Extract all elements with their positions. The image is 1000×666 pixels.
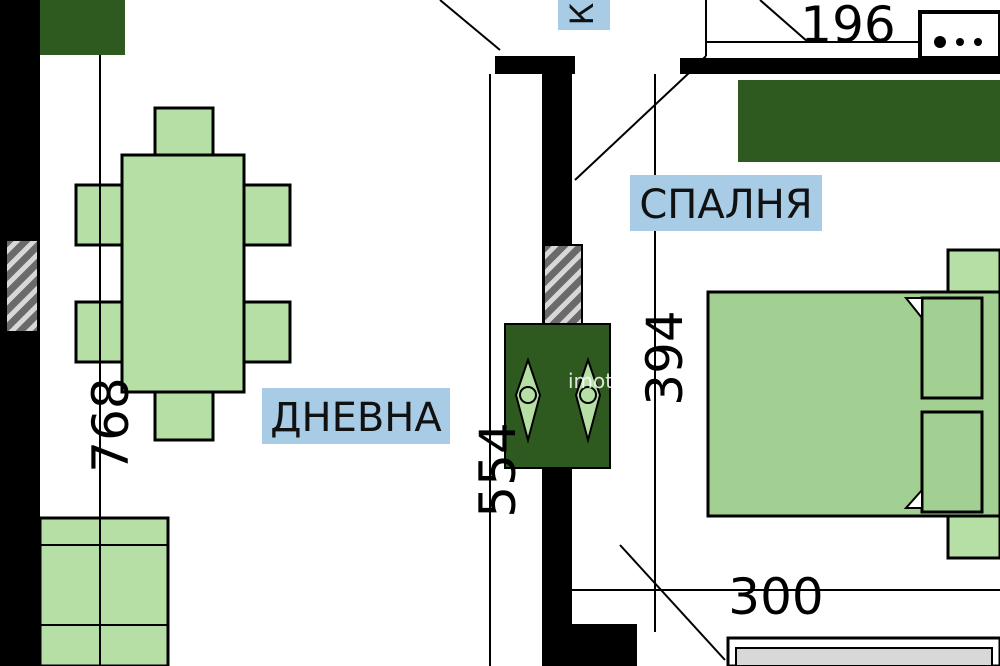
pillow-bottom bbox=[920, 410, 984, 514]
central-unit bbox=[504, 323, 611, 469]
double-bed bbox=[706, 248, 1000, 560]
dimension-lines bbox=[99, 41, 1000, 666]
room-label-bedroom: СПАЛНЯ bbox=[630, 175, 822, 231]
dim-bedroom-height: 394 bbox=[636, 310, 694, 405]
stair-line-3 bbox=[699, 55, 707, 63]
dimensions: 768 554 394 300 196 bbox=[82, 0, 896, 626]
bedroom-wardrobe bbox=[738, 80, 1000, 162]
room-label-corridor: К bbox=[558, 0, 610, 30]
door-swing-bedroom bbox=[574, 71, 691, 181]
room-label-corridor-text: К bbox=[563, 2, 601, 25]
dim-living-height: 768 bbox=[82, 377, 140, 472]
door-lines bbox=[439, 0, 809, 661]
room-label-bedroom-text: СПАЛНЯ bbox=[639, 182, 812, 228]
appliance-icon bbox=[918, 10, 1000, 60]
door-swing-top-left bbox=[439, 0, 501, 51]
top-wall-segment bbox=[495, 56, 575, 74]
room-label-living-text: ДНЕВНА bbox=[270, 395, 442, 441]
dining-table bbox=[120, 153, 246, 394]
nightstand-bottom bbox=[946, 514, 1000, 560]
stair-line-1 bbox=[759, 0, 809, 43]
central-wall-hatch bbox=[543, 244, 583, 326]
left-window-hatch bbox=[5, 239, 39, 333]
sofa bbox=[38, 516, 170, 666]
door-swing-bottom bbox=[619, 544, 726, 661]
top-wall-bedroom bbox=[680, 58, 1000, 74]
pillow-top bbox=[920, 296, 984, 400]
nightstand-top bbox=[946, 248, 1000, 294]
dim-bedroom-width: 300 bbox=[728, 568, 823, 626]
fan-icon bbox=[514, 356, 602, 444]
top-left-cabinet bbox=[40, 0, 125, 55]
bottom-wall-bedroom bbox=[572, 624, 637, 666]
room-label-living: ДНЕВНА bbox=[262, 388, 450, 444]
dim-wall-length: 554 bbox=[469, 422, 527, 517]
watermark: imot bbox=[568, 369, 613, 393]
dining-set bbox=[74, 106, 292, 442]
dim-top-width: 196 bbox=[800, 0, 895, 54]
